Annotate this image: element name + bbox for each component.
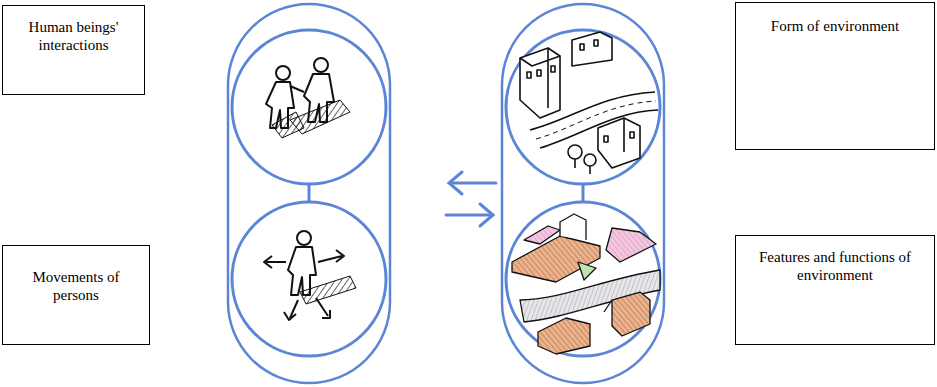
people-sketch bbox=[266, 58, 350, 138]
box-label: Movements of persons bbox=[11, 268, 141, 304]
text-box: Human beings' interactions bbox=[2, 5, 145, 95]
circle bbox=[232, 30, 660, 356]
exchange-arrows bbox=[446, 172, 496, 226]
capsule bbox=[228, 4, 664, 383]
link-line bbox=[309, 184, 583, 202]
box-label: Form of environment bbox=[771, 17, 899, 35]
text-box: Movements of persons bbox=[2, 245, 150, 345]
movement-sketch bbox=[264, 231, 356, 320]
urban-features-sketch bbox=[512, 214, 660, 354]
text-box: Form of environment bbox=[735, 2, 935, 150]
box-label: Human beings' interactions bbox=[11, 18, 136, 54]
text-box: Features and functions of environment bbox=[735, 235, 935, 345]
box-label: Features and functions of environment bbox=[744, 248, 926, 284]
urban-form-sketch bbox=[520, 32, 658, 174]
